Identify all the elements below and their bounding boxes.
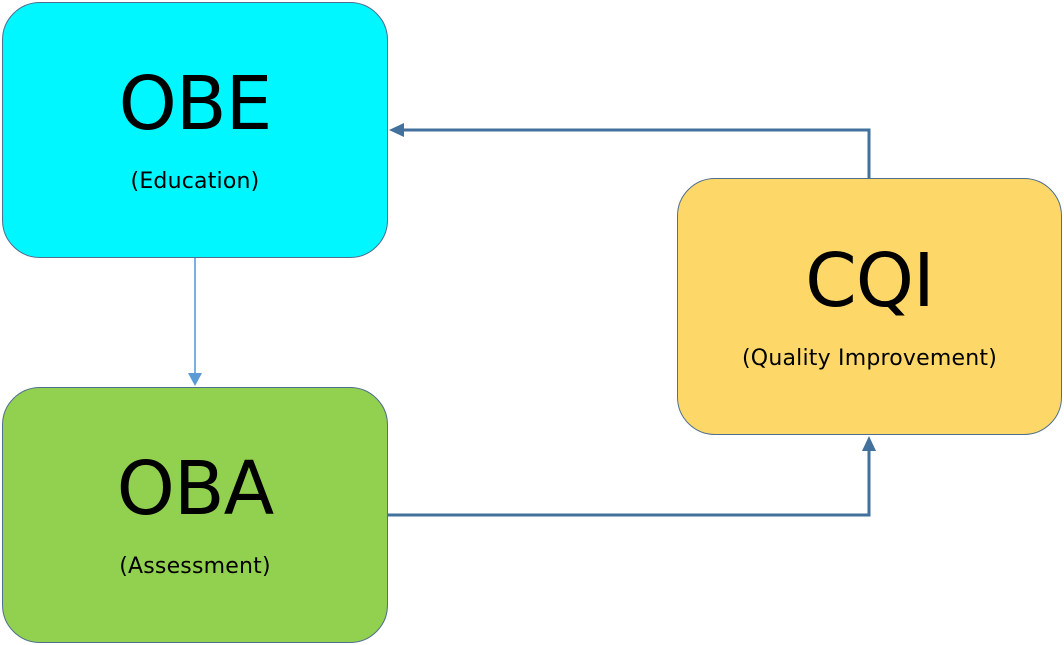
- obe-box: OBE (Education): [2, 2, 388, 258]
- oba-subtitle: (Assessment): [119, 554, 271, 579]
- arrow-cqi-to-obe: [389, 123, 871, 178]
- arrow-oba-to-cqi: [388, 436, 876, 517]
- oba-box: OBA (Assessment): [2, 387, 388, 643]
- oba-title: OBA: [116, 446, 275, 532]
- arrow-oba-to-cqi-line: [388, 449, 871, 517]
- cqi-title: CQI: [805, 237, 935, 324]
- arrow-cqi-to-obe-head: [389, 123, 404, 137]
- arrow-oba-to-cqi-head: [862, 436, 876, 451]
- arrow-obe-to-oba: [188, 258, 202, 386]
- cqi-box: CQI (Quality Improvement): [677, 178, 1062, 435]
- arrow-cqi-to-obe-line: [402, 128, 871, 178]
- obe-subtitle: (Education): [130, 169, 260, 194]
- obe-title: OBE: [118, 61, 273, 147]
- arrow-obe-to-oba-head: [188, 373, 202, 386]
- cqi-subtitle: (Quality Improvement): [742, 345, 997, 371]
